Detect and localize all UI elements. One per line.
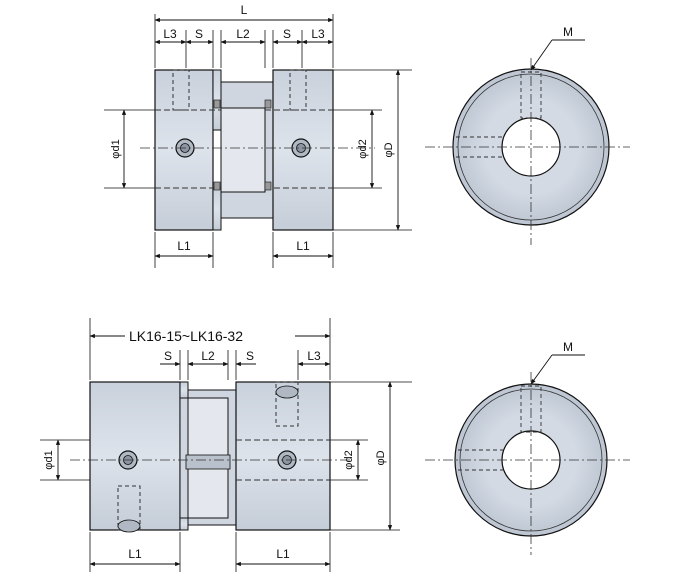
spider-core <box>220 107 266 193</box>
dim-L3-right: L3 <box>311 27 325 41</box>
dim-L1-left: L1 <box>177 239 191 253</box>
dim-d2-bottom: φd2 <box>343 450 355 469</box>
dim-S-left-bottom: S <box>164 349 172 363</box>
dim-D-bottom: φD <box>375 450 387 465</box>
top-side-view: L L3 S L2 S L3 L1 L1 φd1 <box>104 3 412 268</box>
dim-L2: L2 <box>236 27 250 41</box>
setscrew-hole-left <box>172 69 190 111</box>
bottom-end-view: M <box>425 340 630 555</box>
dim-S-left: S <box>195 27 203 41</box>
label-M-bottom: M <box>563 340 573 354</box>
dim-d1: φd1 <box>110 139 122 158</box>
dim-d1-bottom: φd1 <box>43 450 55 469</box>
dim-L1-left-bottom: L1 <box>128 547 142 561</box>
dim-S-right-bottom: S <box>246 349 254 363</box>
dim-L1-right: L1 <box>296 239 310 253</box>
label-M-top: M <box>563 25 573 39</box>
bottom-side-view: LK16-15~LK16-32 S L2 S L3 L1 L1 φd1 φd2 <box>40 318 412 572</box>
left-jaw-lower <box>212 187 222 231</box>
dim-L1-right-bottom: L1 <box>276 547 290 561</box>
model-range: LK16-15~LK16-32 <box>129 328 243 344</box>
dim-d2: φd2 <box>357 139 369 158</box>
dim-L: L <box>241 3 248 17</box>
dim-L2-bottom: L2 <box>201 349 215 363</box>
top-end-view: M <box>425 25 630 245</box>
dim-S-right: S <box>283 27 291 41</box>
dim-D: φD <box>383 142 395 157</box>
dim-L3-bottom: L3 <box>307 349 321 363</box>
dim-L3-left: L3 <box>163 27 177 41</box>
